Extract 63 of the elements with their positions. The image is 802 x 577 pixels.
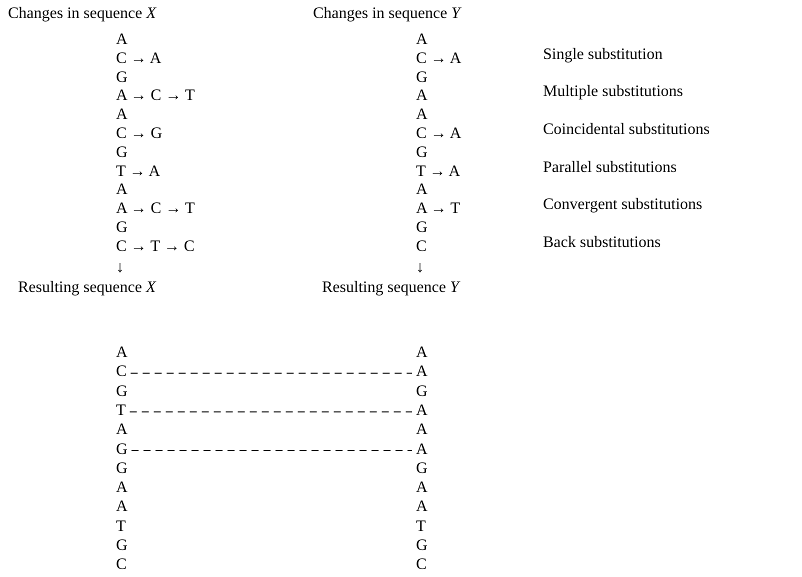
sequence-heading: Resulting sequence Y	[322, 280, 459, 296]
substitution-type: Convergent substitutions	[543, 197, 702, 214]
down-arrow: ↓	[116, 260, 124, 276]
base-letter: T	[116, 518, 126, 535]
base-letter: A	[416, 345, 428, 361]
sequence-heading: Resulting sequence X	[18, 280, 156, 296]
base-letter: T	[416, 518, 426, 535]
base-entry: A	[416, 88, 428, 104]
alignment-line	[130, 372, 412, 374]
base-entry: G	[416, 70, 428, 86]
base-entry: A	[116, 182, 128, 198]
substitution-type: Back substitutions	[543, 234, 661, 251]
substitution-type: Single substitution	[543, 46, 663, 63]
base-entry: C → A	[416, 126, 462, 142]
base-letter: G	[416, 384, 428, 400]
base-entry: A	[416, 32, 428, 48]
base-letter: A	[416, 480, 428, 496]
base-entry: A	[416, 182, 428, 198]
base-entry: G	[416, 144, 428, 161]
column-heading: Changes in sequence X	[8, 6, 156, 22]
base-letter: G	[116, 442, 128, 458]
base-entry: C → A	[116, 50, 162, 67]
base-entry: C → T → C	[116, 238, 195, 255]
base-letter: C	[416, 557, 427, 574]
base-letter: T	[116, 402, 126, 419]
base-letter: A	[116, 499, 128, 516]
base-entry: A → T	[416, 201, 460, 218]
base-letter: A	[416, 422, 428, 438]
base-entry: G	[116, 220, 128, 236]
base-entry: A	[416, 107, 428, 124]
base-letter: A	[116, 345, 128, 361]
base-entry: C → G	[116, 126, 162, 142]
base-letter: A	[116, 422, 128, 438]
base-letter: A	[116, 480, 128, 496]
base-entry: G	[416, 220, 428, 236]
base-letter: G	[116, 538, 128, 554]
base-entry: T → A	[416, 164, 460, 180]
base-letter: A	[416, 364, 428, 380]
base-letter: C	[116, 364, 127, 380]
base-entry: T → A	[116, 164, 160, 180]
base-entry: G	[116, 144, 128, 161]
column-heading: Changes in sequence Y	[313, 6, 460, 22]
substitution-type: Coincidental substitutions	[543, 122, 710, 138]
base-entry: A	[116, 107, 128, 124]
base-entry: A	[116, 32, 128, 48]
base-entry: G	[116, 70, 128, 86]
base-letter: G	[116, 384, 128, 400]
base-letter: A	[416, 402, 428, 419]
alignment-line	[131, 450, 412, 451]
base-letter: C	[116, 557, 127, 574]
base-letter: G	[416, 460, 428, 477]
base-entry: A → C → T	[116, 201, 195, 218]
base-entry: C → A	[416, 50, 462, 67]
substitution-type: Multiple substitutions	[543, 84, 684, 100]
base-letter: G	[116, 460, 128, 477]
base-entry: C	[416, 238, 427, 255]
base-letter: A	[416, 499, 428, 516]
base-letter: A	[416, 442, 428, 458]
substitution-type: Parallel substitutions	[543, 160, 677, 176]
down-arrow: ↓	[416, 260, 424, 276]
base-letter: G	[416, 538, 428, 554]
base-entry: A → C → T	[116, 88, 195, 104]
alignment-line	[129, 411, 412, 412]
